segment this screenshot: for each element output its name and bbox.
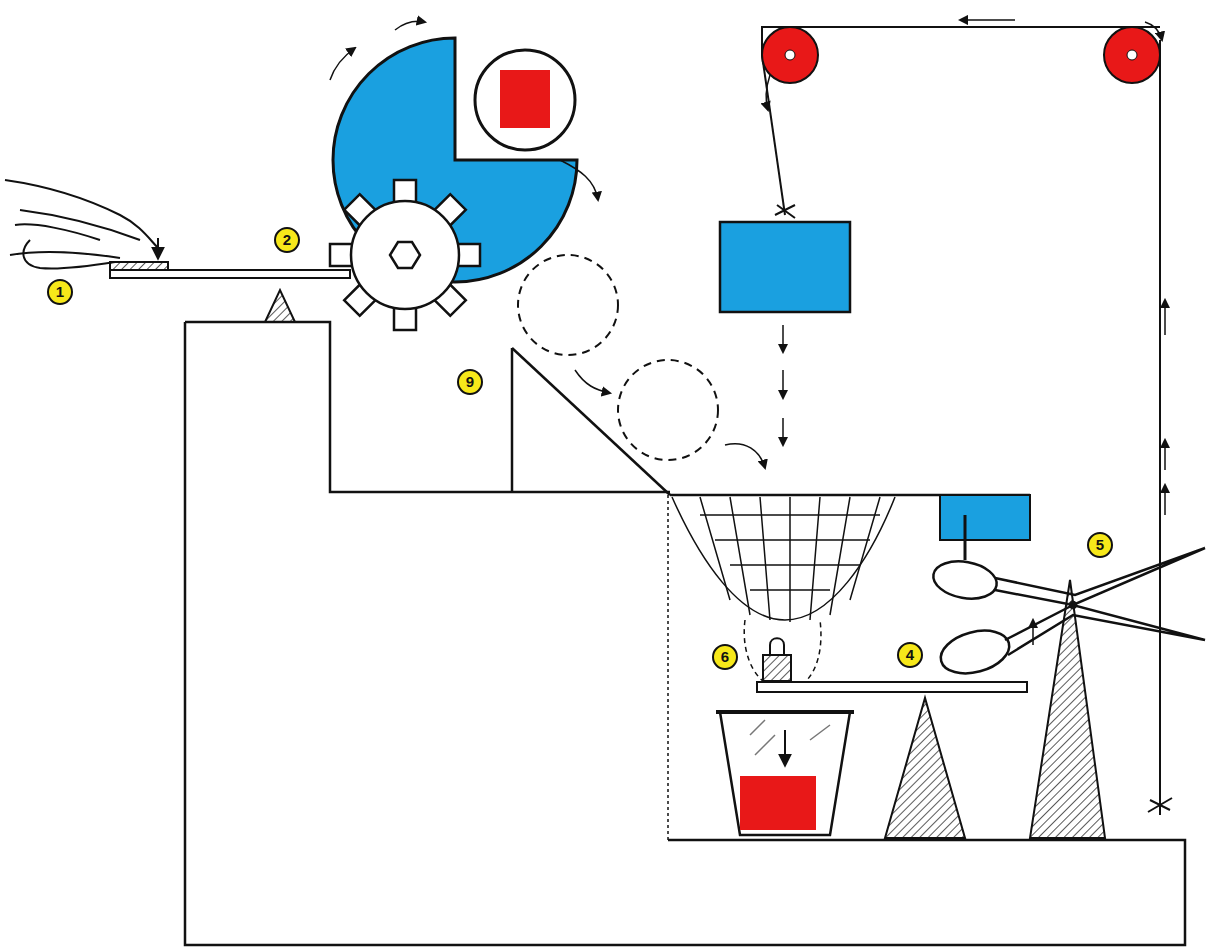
callout-number: 1 [47, 279, 73, 305]
lever-1 [110, 262, 350, 322]
blue-weight [720, 222, 850, 312]
ramp [512, 348, 670, 495]
ball-path [518, 255, 718, 460]
callout-number: 6 [712, 644, 738, 670]
callout-number: 4 [897, 642, 923, 668]
callout-number: 5 [1087, 532, 1113, 558]
bucket [716, 712, 854, 835]
rope-anchor [1148, 790, 1172, 815]
base-structure [185, 322, 1185, 945]
small-weight [763, 638, 791, 681]
blue-block [940, 495, 1030, 560]
gear [330, 180, 480, 330]
motion-arrows [575, 20, 1165, 645]
hand [5, 180, 160, 269]
callout-number: 9 [457, 369, 483, 395]
tower [1030, 580, 1105, 838]
red-ball [475, 50, 598, 200]
net [672, 497, 895, 690]
callout-number: 2 [274, 227, 300, 253]
